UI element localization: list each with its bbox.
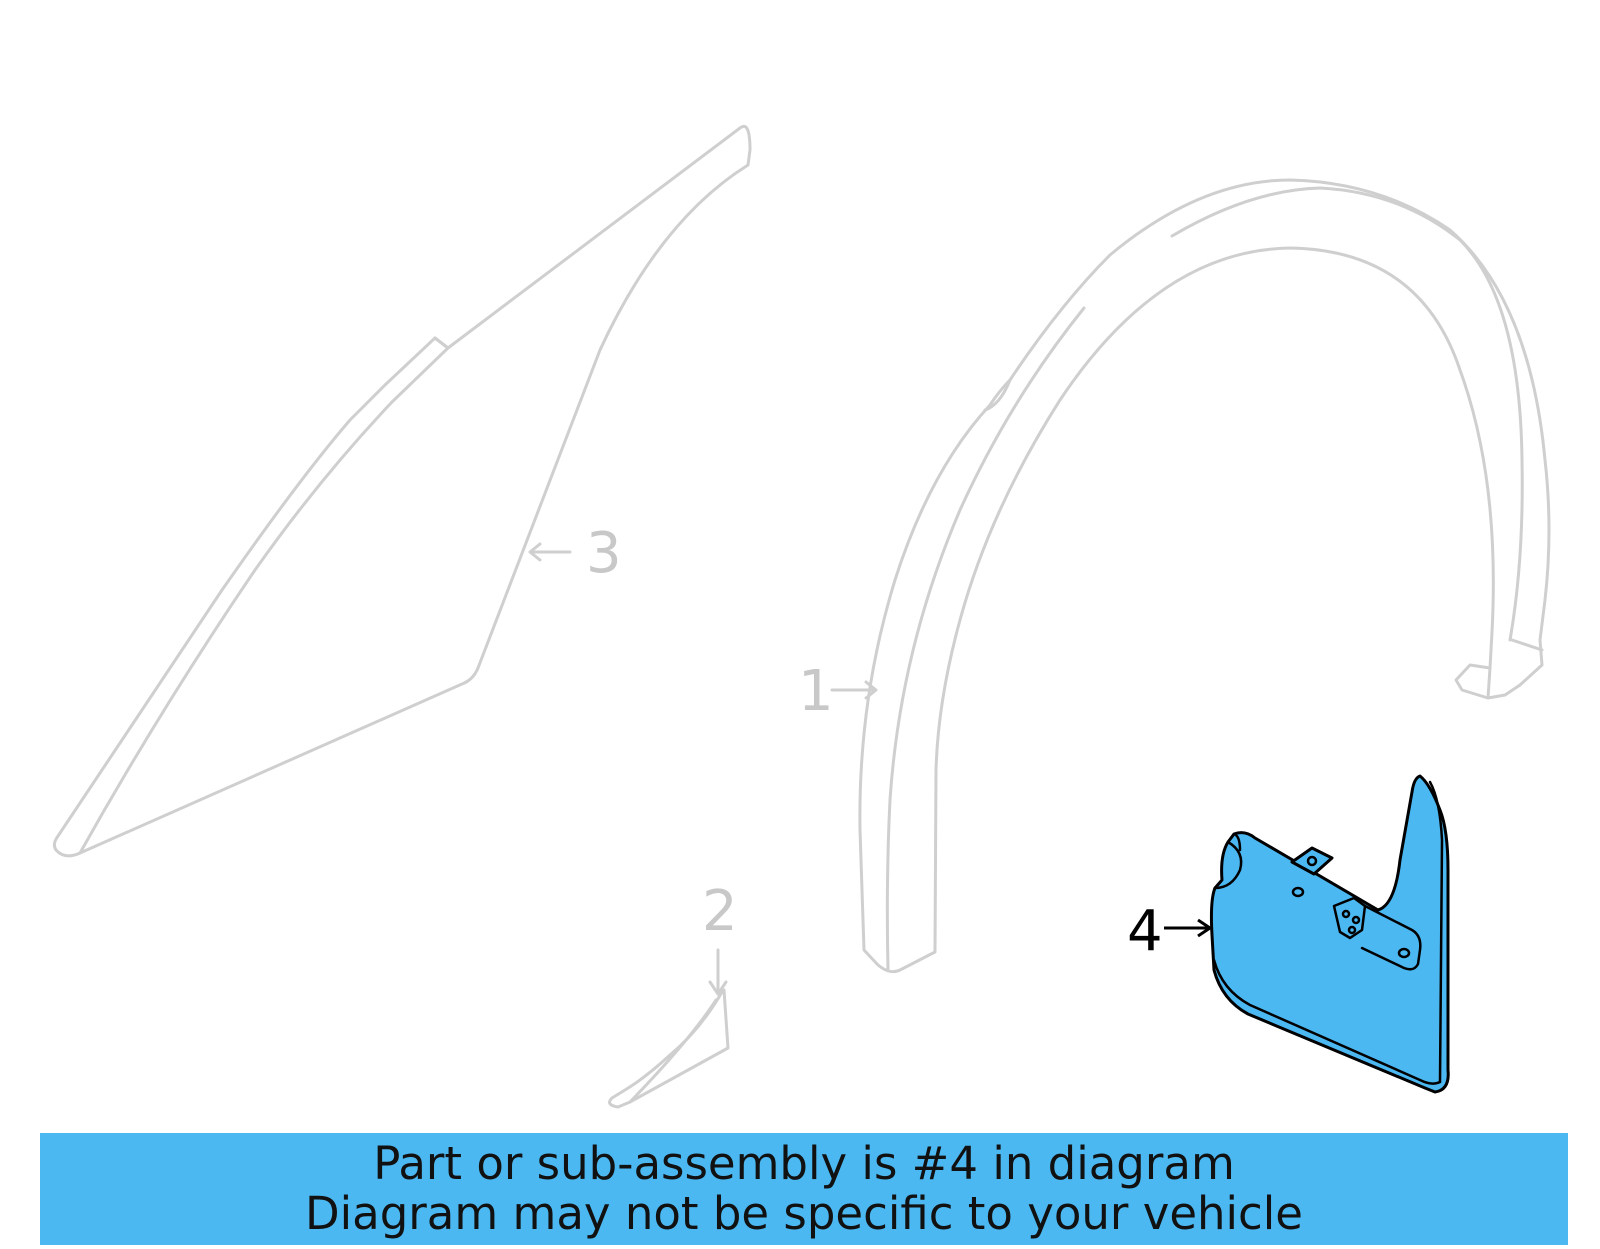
callout-3: 3 — [528, 521, 622, 586]
part-4-mud-flap — [1209, 774, 1450, 1094]
callout-3-label: 3 — [586, 521, 622, 586]
callout-2-label: 2 — [702, 879, 738, 944]
part-1-wheel-arch-molding — [858, 178, 1551, 974]
callout-4: 4 — [1127, 899, 1212, 964]
callout-1-label: 1 — [798, 659, 834, 724]
callout-2: 2 — [702, 879, 738, 996]
part-3-trim-panel — [52, 124, 752, 858]
part-2-bracket — [608, 988, 730, 1109]
callout-4-label: 4 — [1127, 899, 1163, 964]
banner-line-1: Part or sub-assembly is #4 in diagram — [373, 1137, 1235, 1190]
banner-line-2: Diagram may not be specific to your vehi… — [305, 1187, 1303, 1240]
notice-banner: Part or sub-assembly is #4 in diagram Di… — [40, 1133, 1568, 1245]
callout-1: 1 — [798, 659, 878, 724]
